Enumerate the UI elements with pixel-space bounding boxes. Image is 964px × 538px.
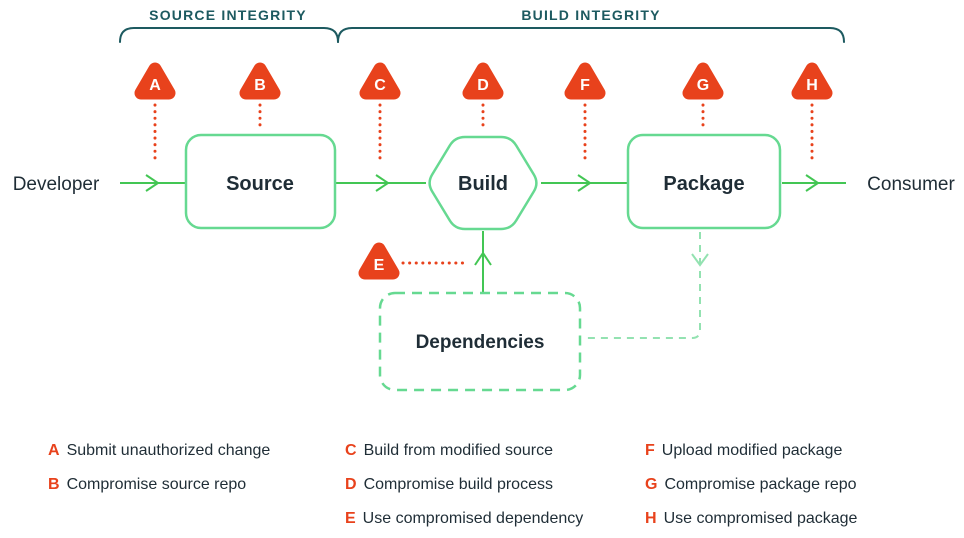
legend-letter-h: H [645, 510, 657, 527]
legend-item-b: B Compromise source repo [48, 474, 270, 495]
threat-marker-a-letter: A [149, 77, 161, 94]
triangle-icon [239, 62, 281, 100]
dashed-link-package-to-dependencies [582, 232, 701, 339]
source-integrity-bracket [119, 27, 339, 43]
legend-item-a: A Submit unauthorized change [48, 440, 270, 461]
threat-marker-a: A [134, 62, 176, 100]
arrowhead-dependencies-to-build [474, 251, 492, 266]
build-integrity-label: BUILD INTEGRITY [521, 7, 660, 23]
legend-letter-d: D [345, 476, 357, 493]
consumer-label: Consumer [867, 174, 955, 195]
arrowhead-package-to-consumer [805, 174, 820, 192]
threat-marker-d: D [462, 62, 504, 100]
legend-label-h: Use compromised package [663, 510, 858, 527]
build-integrity-bracket [337, 27, 845, 43]
threat-marker-f: F [564, 62, 606, 100]
legend-label-b: Compromise source repo [66, 476, 247, 493]
legend-label-f: Upload modified package [661, 442, 843, 459]
legend-letter-g: G [645, 476, 658, 493]
legend-label-d: Compromise build process [363, 476, 553, 493]
triangle-icon [682, 62, 724, 100]
source-integrity-label: SOURCE INTEGRITY [149, 7, 307, 23]
developer-label: Developer [13, 174, 100, 195]
threat-marker-f-letter: F [580, 77, 590, 94]
triangle-icon [358, 242, 400, 280]
threat-marker-b-letter: B [254, 77, 266, 94]
arrowhead-build-to-package [577, 174, 592, 192]
threat-marker-c: C [359, 62, 401, 100]
triangle-icon [462, 62, 504, 100]
legend-label-e: Use compromised dependency [362, 510, 584, 527]
threat-marker-g-letter: G [697, 77, 709, 94]
triangle-icon [564, 62, 606, 100]
dependencies-node-label: Dependencies [416, 332, 545, 353]
legend-item-e: E Use compromised dependency [345, 508, 583, 529]
legend-column-2: C Build from modified source D Compromis… [345, 440, 583, 529]
legend-letter-a: A [48, 442, 60, 459]
package-node-label: Package [663, 173, 744, 195]
threat-marker-b: B [239, 62, 281, 100]
threat-marker-c-letter: C [374, 77, 386, 94]
arrowhead-package-to-dependencies [691, 253, 709, 267]
triangle-icon [359, 62, 401, 100]
legend-item-c: C Build from modified source [345, 440, 583, 461]
threat-marker-e-letter: E [374, 257, 385, 274]
threat-marker-e: E [358, 242, 400, 280]
triangle-icon [791, 62, 833, 100]
triangle-icon [134, 62, 176, 100]
legend-label-a: Submit unauthorized change [66, 442, 271, 459]
legend-item-d: D Compromise build process [345, 474, 583, 495]
legend-item-f: F Upload modified package [645, 440, 857, 461]
package-node [626, 133, 782, 230]
threat-marker-d-letter: D [477, 77, 489, 94]
build-node-label: Build [458, 173, 508, 195]
threat-marker-h-letter: H [806, 77, 818, 94]
source-node-label: Source [226, 173, 294, 195]
legend-letter-b: B [48, 476, 60, 493]
arrowhead-developer-to-source [145, 174, 160, 192]
threat-marker-g: G [682, 62, 724, 100]
legend-item-g: G Compromise package repo [645, 474, 857, 495]
source-node [184, 133, 337, 230]
legend-letter-e: E [345, 510, 356, 527]
legend-item-h: H Use compromised package [645, 508, 857, 529]
legend-letter-c: C [345, 442, 357, 459]
legend-column-1: A Submit unauthorized change B Compromis… [48, 440, 270, 495]
arrowhead-source-to-build [375, 174, 390, 192]
dependencies-node [378, 291, 582, 392]
legend-label-g: Compromise package repo [664, 476, 857, 493]
build-node [428, 135, 538, 231]
threat-marker-h: H [791, 62, 833, 100]
legend-column-3: F Upload modified package G Compromise p… [645, 440, 857, 529]
legend-label-c: Build from modified source [363, 442, 553, 459]
legend-letter-f: F [645, 442, 655, 459]
